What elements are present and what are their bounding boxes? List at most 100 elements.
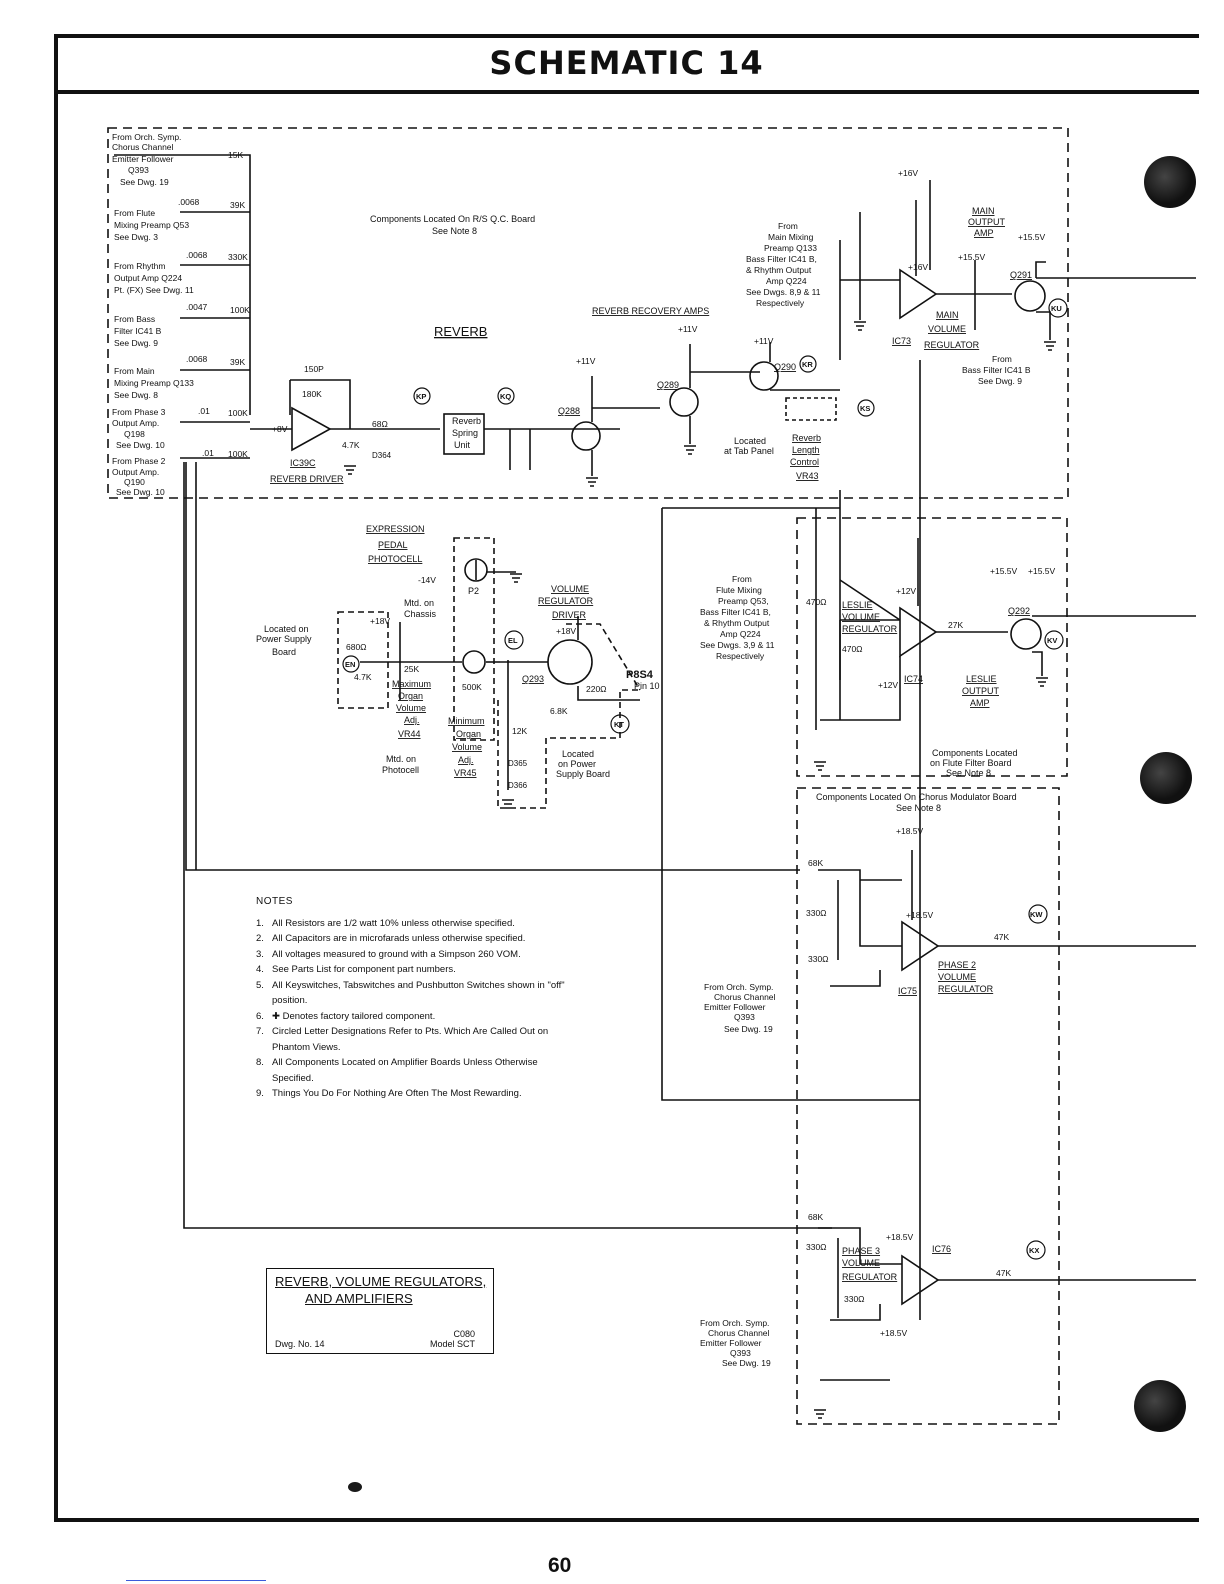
point-en: EN xyxy=(345,660,355,669)
v-8v: +8V xyxy=(272,424,288,434)
point-ks: KS xyxy=(860,404,870,413)
page-frame xyxy=(54,34,1199,1522)
tab-panel-1: Located xyxy=(734,436,766,446)
note-item: 1.All Resistors are 1/2 watt 10% unless … xyxy=(256,916,576,932)
input-main-1: From Main xyxy=(114,366,155,376)
power-supply-note-3: Board xyxy=(272,647,296,657)
point-kr: KR xyxy=(802,360,813,369)
orch-chorus-b-2: Chorus Channel xyxy=(708,1328,770,1338)
min-vol-1: Minimum xyxy=(448,716,485,726)
expression-3: PHOTOCELL xyxy=(368,554,422,564)
flute-filter-note-1: Components Located xyxy=(932,748,1018,758)
r-4-7k-ps: 4.7K xyxy=(354,672,372,682)
v-18v-a: +18V xyxy=(370,616,390,626)
photocell-outline xyxy=(453,537,495,741)
v-18-5v-a: +18.5V xyxy=(896,826,924,836)
reverb-length-3: Control xyxy=(790,457,819,467)
reverb-recovery-label: REVERB RECOVERY AMPS xyxy=(592,306,709,316)
r-330-a: 330Ω xyxy=(806,908,827,918)
link-underline xyxy=(126,1580,266,1581)
flute-mix-4: Bass Filter IC41 B, xyxy=(700,607,771,617)
c-150p: 150P xyxy=(304,364,324,374)
r-68ohm: 68Ω xyxy=(372,419,388,429)
p8s4-pin: Pin 10 xyxy=(634,681,660,691)
note-item: 5.All Keyswitches, Tabswitches and Pushb… xyxy=(256,978,576,1009)
phase3-reg-1: PHASE 3 xyxy=(842,1246,880,1256)
input-phase2-4: See Dwg. 10 xyxy=(116,487,165,497)
reverb-length-1: Reverb xyxy=(792,433,821,443)
diode-d366: D366 xyxy=(508,781,528,790)
flute-mix-5: & Rhythm Output xyxy=(704,618,770,628)
v-18-5v-b: +18.5V xyxy=(906,910,934,920)
input-bass-1: From Bass xyxy=(114,314,155,324)
orch-chorus-b-5: See Dwg. 19 xyxy=(722,1358,771,1368)
model-label: Model SCT xyxy=(429,1339,475,1349)
reverb-unit-line1: Reverb xyxy=(452,416,481,426)
r-330k: 330K xyxy=(228,252,248,262)
r-470-a: 470Ω xyxy=(806,597,827,607)
v-15-5v-a: +15.5V xyxy=(1018,232,1046,242)
r-180k: 180K xyxy=(302,389,322,399)
main-mix-7: See Dwgs. 8,9 & 11 xyxy=(746,287,821,297)
power-supply-outline-2 xyxy=(497,689,640,809)
v-12v-a: +12V xyxy=(896,586,916,596)
point-kp: KP xyxy=(416,392,426,401)
p8s4-label: P8S4 xyxy=(626,669,654,681)
q290-transistor xyxy=(749,361,779,391)
v-11v-c: +11V xyxy=(754,336,774,346)
r-220: 220Ω xyxy=(586,684,607,694)
power-supply-outline xyxy=(337,611,389,709)
input-phase2-2: Output Amp. xyxy=(112,467,159,477)
point-kw: KW xyxy=(1030,910,1043,919)
flute-filter-note-3: See Note 8 xyxy=(946,768,991,778)
orch-chorus-b-4: Q393 xyxy=(730,1348,751,1358)
flute-filter-note-2: on Flute Filter Board xyxy=(930,758,1012,768)
main-output-amp-2: OUTPUT xyxy=(968,217,1006,227)
main-mix-8: Respectively xyxy=(756,298,805,308)
chassis-note-2: Chassis xyxy=(404,609,437,619)
bass-filter-1: From xyxy=(992,354,1012,364)
c-0068-c: .0068 xyxy=(186,354,208,364)
power-supply-note-2: Power Supply xyxy=(256,634,312,644)
note-item: 2.All Capacitors are in microfarads unle… xyxy=(256,931,576,947)
main-output-amp-1: MAIN xyxy=(972,206,995,216)
leslie-output-amp-1: LESLIE xyxy=(966,674,997,684)
chorus-board-outline xyxy=(796,787,1060,1425)
reverb-board-outline xyxy=(107,127,1069,499)
c-01-a: .01 xyxy=(198,406,210,416)
vol-reg-driver-2: REGULATOR xyxy=(538,596,594,606)
max-vol-2: Organ xyxy=(398,691,423,701)
photocell-note-1: Mtd. on xyxy=(386,754,416,764)
r-100k-a: 100K xyxy=(230,305,250,315)
flute-mix-7: See Dwgs. 3,9 & 11 xyxy=(700,640,775,650)
q289-transistor xyxy=(669,387,699,417)
v-18v-b: +18V xyxy=(556,626,576,636)
q291-transistor xyxy=(1014,280,1046,312)
note-text: All voltages measured to ground with a S… xyxy=(272,948,521,960)
r-680: 680Ω xyxy=(346,642,367,652)
note-text: See Parts List for component part number… xyxy=(272,964,456,975)
expression-photocell xyxy=(464,558,488,582)
leslie-output-amp-3: AMP xyxy=(970,698,990,708)
note-item: 7.Circled Letter Designations Refer to P… xyxy=(256,1024,576,1055)
ic75-label: IC75 xyxy=(898,986,917,996)
r-68k-a: 68K xyxy=(808,858,823,868)
main-vol-reg-1: MAIN xyxy=(936,310,959,320)
phase2-reg-1: PHASE 2 xyxy=(938,960,976,970)
point-kv: KV xyxy=(1047,636,1057,645)
tab-panel-outline xyxy=(785,397,837,421)
main-mix-6: Amp Q224 xyxy=(766,276,807,286)
v-11v-b: +11V xyxy=(678,324,698,334)
photocell-p2-label: P2 xyxy=(468,586,479,596)
reverb-length-4: VR43 xyxy=(796,471,819,481)
max-vol-3: Volume xyxy=(396,703,426,713)
input-rhythm-3: Pt. (FX) See Dwg. 11 xyxy=(114,285,194,295)
note-text: Things You Do For Nothing Are Often The … xyxy=(272,1088,522,1099)
r-330-d: 330Ω xyxy=(844,1294,865,1304)
chorus-board-note-2: See Note 8 xyxy=(896,803,941,813)
input-phase3-4: See Dwg. 10 xyxy=(116,440,165,450)
input-bass-3: See Dwg. 9 xyxy=(114,338,158,348)
main-mix-5: & Rhythm Output xyxy=(746,265,812,275)
c-01-b: .01 xyxy=(202,448,214,458)
diode-d365: D365 xyxy=(508,759,528,768)
